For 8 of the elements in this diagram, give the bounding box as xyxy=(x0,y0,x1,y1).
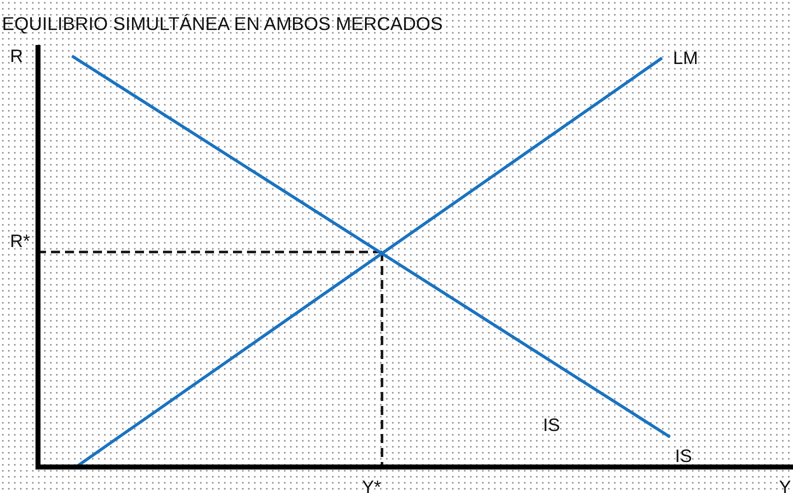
axis-label: R* xyxy=(10,232,30,250)
axis-label: Y xyxy=(779,478,792,493)
axis-label: Y* xyxy=(362,478,382,493)
title: EQUILIBRIO SIMULTÁNEA EN AMBOS MERCADOS xyxy=(2,15,443,34)
curve-label: IS xyxy=(675,447,692,465)
curve-label: LM xyxy=(673,49,698,67)
curve-label: IS xyxy=(543,416,560,434)
axis-label: R xyxy=(10,47,23,65)
